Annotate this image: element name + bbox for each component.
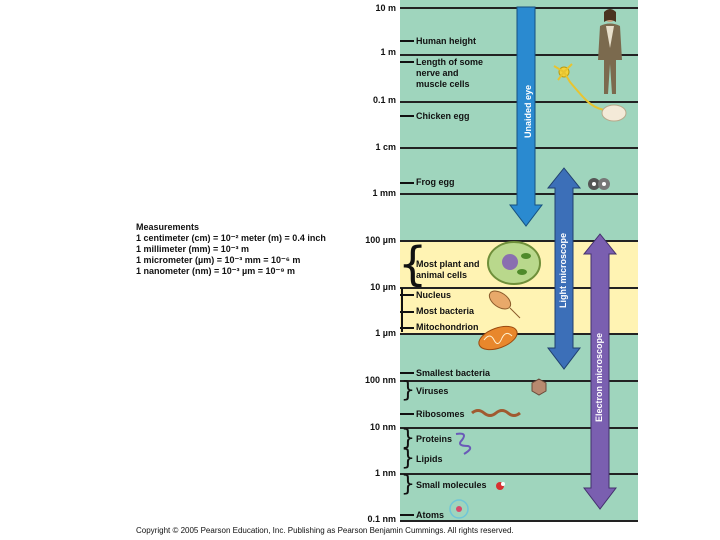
tick-chicken-egg (400, 115, 414, 117)
measurement-line-4: 1 nanometer (nm) = 10⁻³ µm = 10⁻⁹ m (136, 266, 296, 276)
unaided-eye-label: Unaided eye (523, 84, 533, 138)
scale-label-10nm: 10 nm (369, 422, 396, 432)
scale-line-100nm (400, 380, 638, 382)
atom-icon (449, 499, 469, 519)
scale-label-100nm: 100 nm (364, 375, 396, 385)
brace-viruses: } (401, 378, 415, 403)
tick-smallest-bacteria (400, 372, 414, 374)
brace-proteins: } (401, 426, 415, 451)
ribosome-icon (471, 409, 521, 417)
bacterium-icon (488, 290, 521, 319)
frog-egg-icon (588, 178, 610, 190)
brace-lipids: } (401, 446, 415, 471)
scale-label-1m: 1 m (380, 47, 396, 57)
label-viruses: Viruses (416, 386, 449, 396)
label-plant-animal-line1: Most plant and (416, 259, 480, 269)
brace-plant-animal: { (398, 237, 428, 291)
electron-microscope-arrow (582, 233, 618, 510)
light-microscope-label: Light microscope (558, 232, 568, 308)
tick-atoms (400, 514, 414, 516)
tick-nucleus (400, 294, 414, 296)
label-small-molecules: Small molecules (416, 480, 487, 490)
label-ribosomes: Ribosomes (416, 409, 465, 419)
measurements-title: Measurements (136, 222, 200, 232)
light-microscope-arrow (546, 167, 582, 370)
scale-label-0-1m: 0.1 m (372, 95, 396, 105)
label-lipids: Lipids (416, 454, 443, 464)
measurement-line-1: 1 centimeter (cm) = 10⁻² meter (m) = 0.4… (136, 233, 326, 243)
label-nerve-line1: Length of some (416, 57, 483, 67)
mitochondrion-icon (478, 325, 518, 351)
label-plant-animal-line2: animal cells (416, 270, 468, 280)
scale-line-0-1nm (400, 520, 638, 522)
scale-line-100um (400, 240, 638, 242)
scale-label-10m: 10 m (375, 3, 396, 13)
tick-human-height (400, 40, 414, 42)
scale-label-100um: 100 µm (365, 235, 396, 245)
human-figure-icon (598, 9, 622, 94)
scale-label-1um: 1 µm (375, 328, 396, 338)
scale-label-1nm: 1 nm (374, 468, 396, 478)
label-nerve-line3: muscle cells (416, 79, 470, 89)
scale-label-1mm: 1 mm (372, 188, 396, 198)
tick-nerve (400, 61, 414, 63)
tick-most-bacteria (400, 311, 414, 313)
protein-icon (455, 432, 472, 455)
measurement-line-2: 1 millimeter (mm) = 10⁻³ m (136, 244, 250, 254)
scale-line-10nm (400, 427, 638, 429)
label-frog-egg: Frog egg (416, 177, 455, 187)
label-proteins: Proteins (416, 434, 453, 444)
label-mitochondrion: Mitochondrion (416, 322, 479, 332)
label-nerve-line2: nerve and (416, 68, 459, 78)
bracket-cell-parts (401, 288, 403, 332)
nerve-cell-icon (553, 63, 605, 111)
label-most-bacteria: Most bacteria (416, 306, 475, 316)
label-human-height: Human height (416, 36, 476, 46)
scale-line-1um (400, 333, 638, 335)
measurement-line-3: 1 micrometer (µm) = 10⁻³ mm = 10⁻⁶ m (136, 255, 301, 265)
small-molecule-icon (496, 482, 505, 490)
electron-microscope-label: Electron microscope (594, 332, 604, 422)
brace-small-molecules: } (401, 472, 415, 497)
scale-label-0-1nm: 0.1 nm (367, 514, 396, 524)
scale-line-10um (400, 287, 638, 289)
label-atoms: Atoms (416, 510, 445, 520)
scale-label-10um: 10 µm (370, 282, 396, 292)
tick-frog-egg (400, 182, 414, 184)
chicken-egg-icon (601, 104, 627, 122)
label-nucleus: Nucleus (416, 290, 452, 300)
tick-ribosomes (400, 413, 414, 415)
plant-cell-icon (487, 241, 541, 285)
copyright-footer: Copyright © 2005 Pearson Education, Inc.… (136, 526, 514, 535)
tick-mitochondrion (400, 327, 414, 329)
label-smallest-bacteria: Smallest bacteria (416, 368, 491, 378)
scale-line-1nm (400, 473, 638, 475)
scale-label-1cm: 1 cm (375, 142, 396, 152)
unaided-eye-arrow (508, 6, 544, 227)
virus-icon (531, 378, 547, 396)
label-chicken-egg: Chicken egg (416, 111, 470, 121)
